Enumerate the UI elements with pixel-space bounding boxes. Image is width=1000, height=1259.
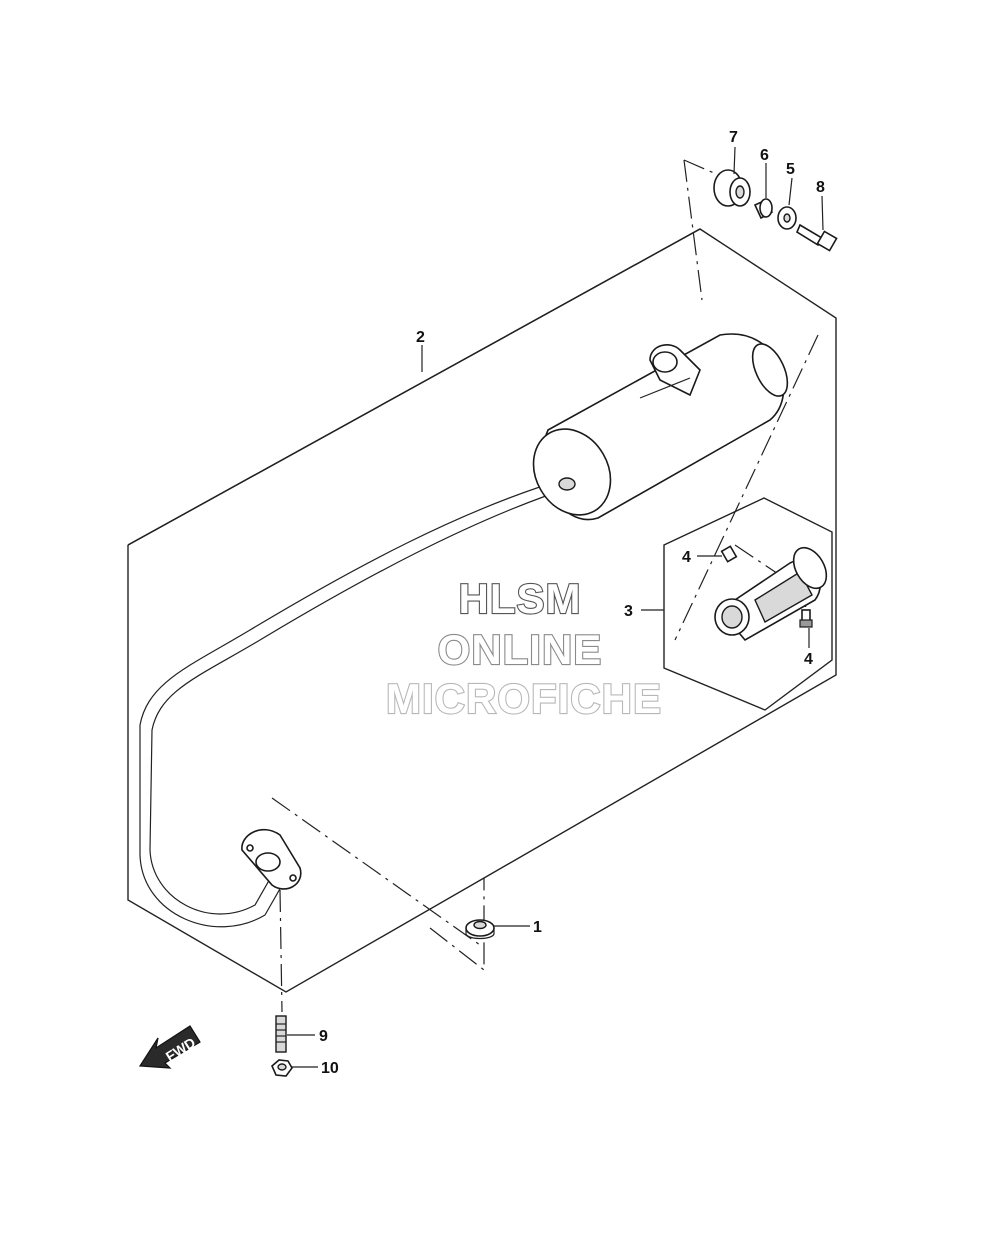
watermark-line-1: HLSM xyxy=(459,575,582,622)
callout-4-lower: 4 xyxy=(804,651,813,668)
muffler xyxy=(532,333,789,521)
bolt-8 xyxy=(795,223,838,252)
leader-8 xyxy=(821,195,824,231)
spark-arrester xyxy=(714,546,828,642)
callout-4-upper: 4 xyxy=(682,549,691,566)
callout-2: 2 xyxy=(416,329,425,346)
collar-6 xyxy=(753,198,774,220)
assembly-frame xyxy=(127,228,837,993)
callout-10: 10 xyxy=(321,1060,339,1077)
watermark-line-3: MICROFICHE xyxy=(386,675,662,722)
subassembly-frame xyxy=(663,497,833,711)
gasket-1 xyxy=(465,919,495,940)
callout-8: 8 xyxy=(816,179,825,196)
alignment-line-flange-down xyxy=(279,889,283,1013)
callout-7: 7 xyxy=(729,129,738,146)
alignment-line-top-v xyxy=(683,159,703,301)
pipe-flange xyxy=(241,828,302,890)
washer-5 xyxy=(777,206,797,230)
exhaust-pipe xyxy=(139,477,573,928)
stud-9 xyxy=(275,1015,287,1053)
alignment-line-flange xyxy=(271,797,481,946)
leader-7 xyxy=(733,146,736,175)
screw-4-upper xyxy=(720,545,738,563)
screw-4-lower xyxy=(799,609,813,628)
callout-9: 9 xyxy=(319,1028,328,1045)
assembly-frame-top xyxy=(127,228,701,546)
callout-6: 6 xyxy=(760,147,769,164)
fwd-arrow: FWD xyxy=(138,1025,201,1069)
nut-10 xyxy=(271,1059,293,1077)
callout-5: 5 xyxy=(786,161,795,178)
callout-1: 1 xyxy=(533,919,542,936)
alignment-line-base xyxy=(429,878,485,972)
grommet-7 xyxy=(713,169,751,207)
watermark-line-2: ONLINE xyxy=(438,626,603,673)
leader-5 xyxy=(788,177,793,206)
alignment-line-right xyxy=(674,334,819,641)
callout-3: 3 xyxy=(624,603,633,620)
